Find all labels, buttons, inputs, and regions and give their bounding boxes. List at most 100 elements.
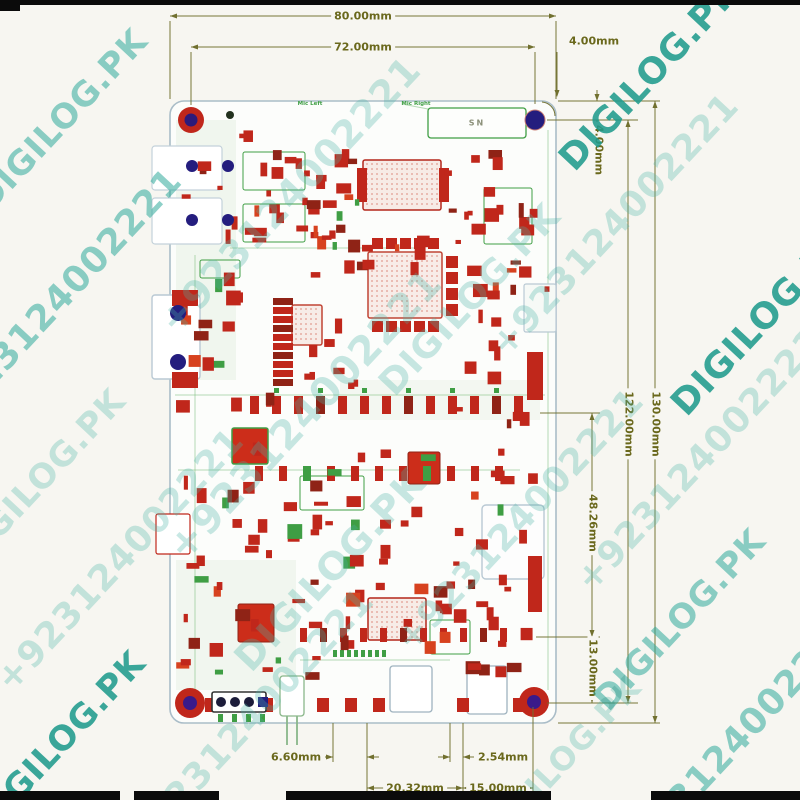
- dim-2-54-label: 2.54mm: [474, 751, 532, 763]
- grid-dot: [391, 183, 393, 185]
- pad-row: [300, 628, 307, 642]
- grid-dot: [421, 178, 423, 180]
- grid-dot: [406, 183, 408, 185]
- component-pad: [379, 558, 388, 565]
- grid-dot: [421, 305, 423, 307]
- silk-dot: [318, 388, 323, 393]
- dim-15-00-label: 15.00mm: [466, 782, 530, 794]
- grid-dot: [300, 338, 302, 340]
- grid-dot: [391, 168, 393, 170]
- grid-dot: [406, 285, 408, 287]
- grid-dot: [411, 255, 413, 257]
- grid-dot: [431, 285, 433, 287]
- silk-dot: [362, 388, 367, 393]
- component-pad: [487, 290, 500, 300]
- component-pad: [248, 534, 260, 545]
- grid-dot: [376, 611, 378, 613]
- grid-dot: [401, 270, 403, 272]
- pin-column-pad: [273, 361, 293, 368]
- grid-dot: [431, 290, 433, 292]
- grid-dot: [411, 285, 413, 287]
- grid-dot: [391, 280, 393, 282]
- grid-dot: [416, 285, 418, 287]
- grid-dot: [436, 193, 438, 195]
- grid-dot: [406, 300, 408, 302]
- grid-dot: [436, 188, 438, 190]
- component-pad: [439, 631, 451, 643]
- grid-dot: [381, 621, 383, 623]
- component-pad: [471, 155, 480, 163]
- silk-text-blob: [382, 650, 386, 657]
- grid-dot: [391, 173, 393, 175]
- dimension-arrow: [528, 44, 535, 50]
- silk-dot: [274, 388, 279, 393]
- pad-row: [382, 396, 391, 414]
- grid-dot: [376, 183, 378, 185]
- silk-mic-left-label: Mic Left: [297, 101, 323, 107]
- grid-dot: [300, 308, 302, 310]
- grid-dot: [381, 280, 383, 282]
- grid-dot: [401, 310, 403, 312]
- grid-dot: [310, 323, 312, 325]
- grid-dot: [411, 168, 413, 170]
- grid-dot: [436, 183, 438, 185]
- grid-dot: [406, 198, 408, 200]
- grid-dot: [416, 636, 418, 638]
- dim-board-height-label: 130.00mm: [650, 388, 663, 460]
- pin-column-pad: [273, 325, 293, 332]
- grid-dot: [401, 601, 403, 603]
- component-pad: [486, 607, 494, 621]
- dimension-arrow: [554, 90, 560, 97]
- component-pad: [498, 448, 505, 456]
- grid-dot: [381, 290, 383, 292]
- ic-pad: [400, 238, 411, 249]
- grid-dot: [371, 270, 373, 272]
- grid-dot: [396, 193, 398, 195]
- grid-dot: [421, 300, 423, 302]
- grid-dot: [436, 295, 438, 297]
- grid-dot: [431, 265, 433, 267]
- grid-dot: [426, 168, 428, 170]
- silk-pin-number: [246, 714, 251, 722]
- grid-dot: [421, 626, 423, 628]
- mounting-hole: [184, 113, 198, 127]
- grid-dot: [381, 601, 383, 603]
- component-pad: [444, 170, 452, 176]
- grid-dot: [371, 310, 373, 312]
- component-pad: [193, 331, 209, 341]
- grid-dot: [371, 163, 373, 165]
- grid-dot: [381, 611, 383, 613]
- grid-dot: [386, 270, 388, 272]
- pad-row: [250, 396, 259, 414]
- grid-dot: [401, 611, 403, 613]
- component-pad: [455, 239, 461, 244]
- pad-row: [426, 396, 435, 414]
- component-pad: [266, 190, 272, 197]
- component-pad: [497, 504, 504, 516]
- grid-dot: [396, 265, 398, 267]
- component-pad: [295, 158, 302, 169]
- grid-dot: [406, 295, 408, 297]
- pad-row: [272, 396, 281, 414]
- grid-dot: [406, 163, 408, 165]
- grid-dot: [426, 310, 428, 312]
- grid-dot: [305, 308, 307, 310]
- component-pad: [275, 657, 282, 664]
- grid-dot: [391, 616, 393, 618]
- grid-dot: [315, 318, 317, 320]
- component-pad: [306, 200, 321, 210]
- component-pad: [498, 574, 507, 586]
- grid-dot: [366, 203, 368, 205]
- grid-dot: [381, 270, 383, 272]
- component-pad: [283, 502, 298, 512]
- mounting-hole: [183, 696, 197, 710]
- component-pad: [332, 242, 337, 250]
- component-pad: [344, 260, 355, 274]
- component-pad: [296, 225, 309, 232]
- grid-dot: [421, 616, 423, 618]
- grid-dot: [426, 173, 428, 175]
- grid-dot: [411, 178, 413, 180]
- component-pad: [227, 489, 239, 503]
- ic-pad: [446, 288, 458, 300]
- grid-dot: [421, 601, 423, 603]
